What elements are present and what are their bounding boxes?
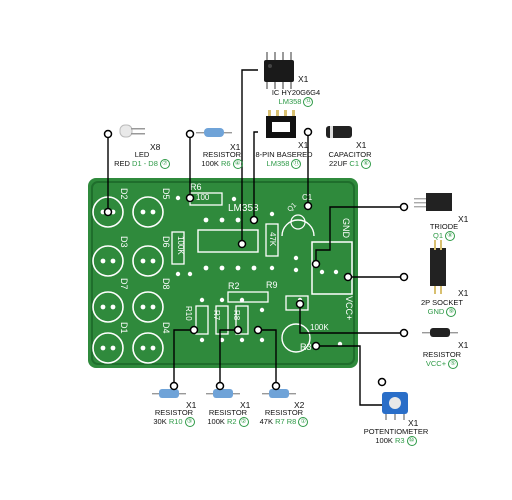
silk-47k: 47K: [268, 232, 277, 247]
socket8-qty: X1: [298, 140, 308, 150]
ic-chip-picture: [264, 52, 294, 89]
led-picture: [120, 125, 145, 137]
silk-100k-a: 100K: [310, 323, 329, 332]
capacitor-picture: [326, 126, 352, 138]
2p-socket-picture: [430, 240, 446, 294]
ic-socket-picture: [266, 110, 296, 138]
socket2-qty: X1: [458, 288, 468, 298]
resistor-r10-picture: [152, 389, 186, 398]
silk-d8: D8: [161, 278, 171, 290]
resistor-vcc-picture: [422, 328, 458, 337]
triode-picture: [414, 193, 452, 211]
rvcc-label: RESISTOR VCC+⑤: [410, 350, 474, 369]
ic-qty: X1: [298, 74, 308, 84]
silk-100: 100: [196, 193, 210, 202]
resistor-r6-picture: [196, 128, 232, 137]
silk-r9: R9: [266, 280, 278, 290]
silk-vcc: VCC+: [344, 296, 354, 320]
potentiometer-picture: [382, 392, 408, 420]
silk-r6: R6: [190, 182, 202, 192]
silk-r3: R3: [300, 342, 312, 352]
silk-d2: D2: [119, 188, 129, 200]
silk-r8: R8: [232, 310, 241, 321]
resistor-r78-picture: [262, 389, 296, 398]
silk-gnd: GND: [341, 218, 351, 239]
silk-r7: R7: [212, 310, 221, 321]
pcb-board: LM358 R2 R9 100 R6 R3 100K GND VCC+ 47K …: [88, 178, 358, 368]
silk-100k-b: 100K: [176, 236, 185, 255]
silk-d1: D1: [119, 322, 129, 334]
silk-d6: D6: [161, 236, 171, 248]
silk-r10: R10: [184, 306, 193, 321]
silk-r2: R2: [228, 281, 240, 291]
resistor-r2-picture: [206, 389, 240, 398]
rvcc-qty: X1: [458, 340, 468, 350]
cap-qty: X1: [356, 140, 366, 150]
silk-d4: D4: [161, 322, 171, 334]
silk-d5: D5: [161, 188, 171, 200]
silk-d3: D3: [119, 236, 129, 248]
silk-d7: D7: [119, 278, 129, 290]
